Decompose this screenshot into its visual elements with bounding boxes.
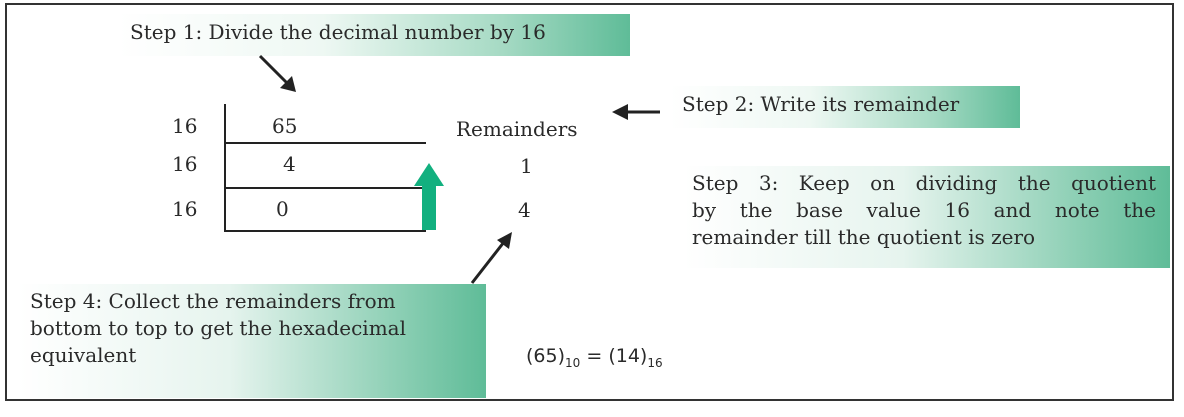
step4-line-1: Step 4: Collect the remainders from [30, 289, 396, 313]
division-line-3 [224, 230, 426, 232]
result-formula: (65)10 = (14)16 [526, 345, 663, 370]
step3-line-2: by the base value 16 and note the [692, 198, 1156, 222]
collect-up-arrow [414, 163, 444, 230]
step2-box: Step 2: Write its remainder [670, 86, 1020, 128]
division-vertical-line [224, 104, 226, 232]
result-equals: = [586, 345, 603, 367]
step2-arrow [612, 104, 660, 120]
step1-arrow [258, 54, 296, 92]
quotient-2: 4 [283, 152, 296, 176]
remainder-1: 1 [520, 154, 533, 178]
result-right-value: (14) [608, 345, 648, 367]
result-left-base: 10 [565, 356, 581, 370]
step4-line-2: bottom to top to get the hexadecimal [30, 316, 406, 340]
quotient-1: 65 [272, 114, 298, 138]
divisor-2: 16 [172, 152, 198, 176]
quotient-3: 0 [276, 197, 289, 221]
step2-text: Step 2: Write its remainder [682, 92, 960, 116]
step4-line-3: equivalent [30, 343, 137, 367]
result-right-base: 16 [647, 356, 663, 370]
step3-line-1: Step 3: Keep on dividing the quotient [692, 171, 1156, 195]
result-left-value: (65) [526, 345, 566, 367]
step1-text: Step 1: Divide the decimal number by 16 [130, 20, 546, 44]
divisor-1: 16 [172, 114, 198, 138]
remainders-header: Remainders [456, 117, 578, 141]
divisor-3: 16 [172, 197, 198, 221]
division-line-2 [224, 187, 426, 189]
step4-arrow [470, 232, 512, 284]
step3-box: Step 3: Keep on dividing the quotient by… [684, 166, 1170, 268]
step3-line-3: remainder till the quotient is zero [692, 225, 1036, 249]
division-line-1 [224, 142, 426, 144]
step1-box: Step 1: Divide the decimal number by 16 [118, 14, 630, 56]
remainder-2: 4 [518, 198, 531, 222]
step4-box: Step 4: Collect the remainders from bott… [18, 284, 486, 398]
